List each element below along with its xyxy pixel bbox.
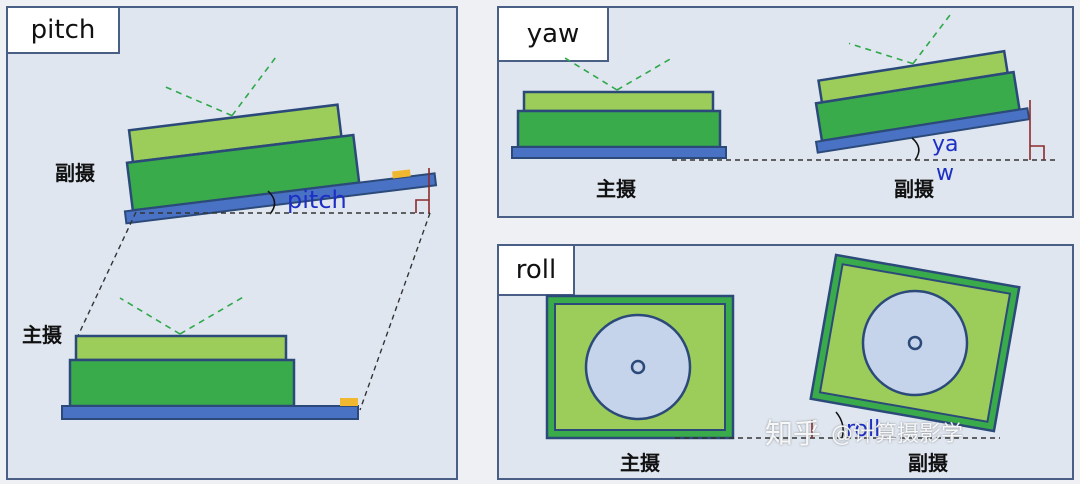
roll-secondary-camera — [809, 253, 1021, 433]
pitch-connector-left — [75, 211, 137, 341]
yaw-secondary-fov-left — [848, 42, 914, 65]
yaw-main-label: 主摄 — [596, 177, 637, 201]
pitch-main-label: 主摄 — [22, 323, 63, 347]
roll-angle-arc — [835, 411, 844, 439]
roll-main-label: 主摄 — [620, 451, 661, 475]
watermark-brand: 知乎 — [765, 417, 822, 450]
pitch-title: pitch — [8, 8, 120, 54]
yaw-secondary-label: 副摄 — [894, 177, 935, 201]
roll-title: roll — [499, 246, 575, 296]
roll-angle-label: roll — [846, 417, 880, 442]
pitch-main-pad — [340, 398, 358, 406]
pitch-angle-arc — [267, 190, 276, 215]
roll-secondary-label: 副摄 — [908, 451, 949, 475]
yaw-main-board — [511, 146, 727, 159]
yaw-angle-label-line1: ya — [932, 132, 959, 157]
pitch-main-camera — [61, 295, 359, 420]
pitch-secondary-camera — [123, 57, 438, 225]
pitch-main-fov-left — [119, 297, 181, 335]
yaw-right-angle-mark — [1030, 145, 1045, 160]
pitch-secondary-fov-left — [162, 85, 233, 117]
pitch-main-lens — [74, 334, 288, 362]
pitch-secondary-pad — [392, 169, 411, 179]
pitch-secondary-fov-right — [231, 57, 276, 117]
roll-main-center — [630, 359, 646, 375]
yaw-main-body — [516, 109, 722, 149]
yaw-angle-label-line2: w — [936, 161, 954, 186]
yaw-title-text: yaw — [526, 19, 580, 49]
yaw-title: yaw — [499, 8, 609, 62]
watermark-author: @计算摄影学 — [831, 422, 964, 447]
watermark: 知乎 @计算摄影学 — [765, 412, 963, 452]
pitch-right-angle-mark — [415, 199, 429, 213]
yaw-secondary-camera — [814, 12, 1031, 154]
pitch-main-board — [61, 405, 359, 420]
roll-secondary-center — [907, 335, 923, 351]
yaw-angle-arc — [911, 137, 920, 161]
roll-main-camera — [545, 294, 735, 440]
pitch-main-fov-right — [179, 295, 246, 335]
roll-title-text: roll — [515, 255, 557, 285]
yaw-main-camera — [511, 57, 727, 159]
pitch-main-body — [68, 358, 296, 408]
pitch-angle-label: pitch — [287, 186, 347, 214]
yaw-secondary-board — [814, 107, 1031, 154]
pitch-title-text: pitch — [30, 15, 96, 45]
pitch-secondary-label: 副摄 — [55, 161, 96, 185]
pitch-secondary-board — [123, 172, 438, 225]
pitch-connector-right — [359, 212, 431, 411]
